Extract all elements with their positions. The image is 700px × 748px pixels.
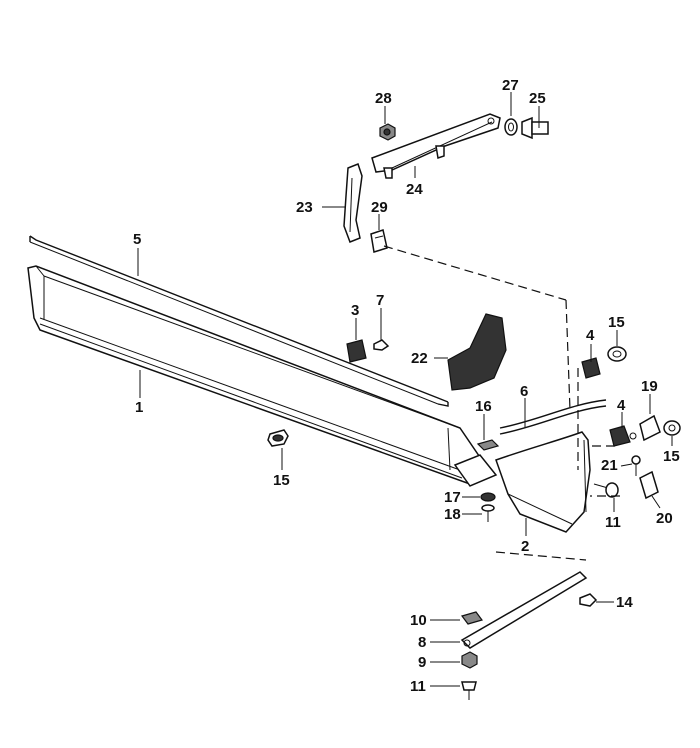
callout-4-lower: 4 — [617, 397, 626, 414]
callout-19: 19 — [641, 378, 658, 395]
callout-28: 28 — [375, 90, 392, 107]
callout-3: 3 — [351, 302, 359, 319]
callout-11-upper: 11 — [605, 514, 621, 531]
strut-8-part — [460, 571, 588, 649]
callout-24: 24 — [406, 181, 423, 198]
callout-8: 8 — [418, 634, 426, 651]
clip-29-part — [370, 229, 388, 253]
callout-25: 25 — [529, 90, 546, 107]
callout-18: 18 — [444, 506, 461, 523]
callout-23: 23 — [296, 199, 313, 216]
leader-lines — [137, 92, 673, 687]
side-cover-2-part — [495, 431, 591, 533]
callout-14: 14 — [616, 594, 633, 611]
screw-18-part — [481, 504, 495, 522]
nut-28-part — [379, 123, 396, 141]
grommet-15c-part — [663, 420, 681, 436]
grommet-15-part — [267, 429, 289, 447]
bracket-20-part — [639, 470, 659, 500]
clip-3-part — [346, 339, 367, 363]
callout-6: 6 — [520, 383, 528, 400]
washer-17-part — [480, 492, 496, 502]
callout-2: 2 — [521, 538, 529, 555]
cable-6-part — [499, 399, 607, 435]
trim-strip-part — [29, 235, 449, 407]
bolt-14-part — [579, 593, 598, 607]
callout-21: 21 — [601, 457, 618, 474]
callout-1: 1 — [135, 399, 143, 416]
callout-15-left: 15 — [273, 472, 290, 489]
bracket-19-part — [639, 414, 661, 442]
assembly-dashed-lines — [383, 245, 620, 561]
callout-17: 17 — [444, 489, 461, 506]
callout-16: 16 — [475, 398, 492, 415]
callout-5: 5 — [133, 231, 141, 248]
clip-4b-part — [609, 425, 637, 447]
grommet-15b-part — [607, 346, 627, 362]
callout-15-right: 15 — [663, 448, 680, 465]
washer-27-part — [504, 118, 518, 136]
nut-9-part — [461, 651, 478, 669]
callout-11-lower: 11 — [410, 678, 426, 695]
pin-21-part — [631, 455, 641, 476]
callout-10: 10 — [410, 612, 427, 629]
screw-11b-part — [461, 681, 477, 700]
callout-29: 29 — [371, 199, 388, 216]
callout-27: 27 — [502, 77, 519, 94]
screw-7-part — [373, 339, 390, 351]
callout-15-upper: 15 — [608, 314, 625, 331]
clip-10-part — [460, 611, 484, 625]
bracket-arm-part — [371, 113, 501, 179]
vertical-bracket-part — [343, 163, 363, 243]
bolt-25-part — [521, 116, 549, 140]
clip-16-part — [476, 439, 500, 451]
callout-20: 20 — [656, 510, 673, 527]
callout-9: 9 — [418, 654, 426, 671]
reinforcement-block-part — [447, 313, 507, 391]
callout-4-upper: 4 — [586, 327, 595, 344]
callout-7: 7 — [376, 292, 384, 309]
callout-22: 22 — [411, 350, 428, 367]
screw-11a-part — [593, 482, 619, 498]
rocker-panel-part — [27, 265, 498, 487]
